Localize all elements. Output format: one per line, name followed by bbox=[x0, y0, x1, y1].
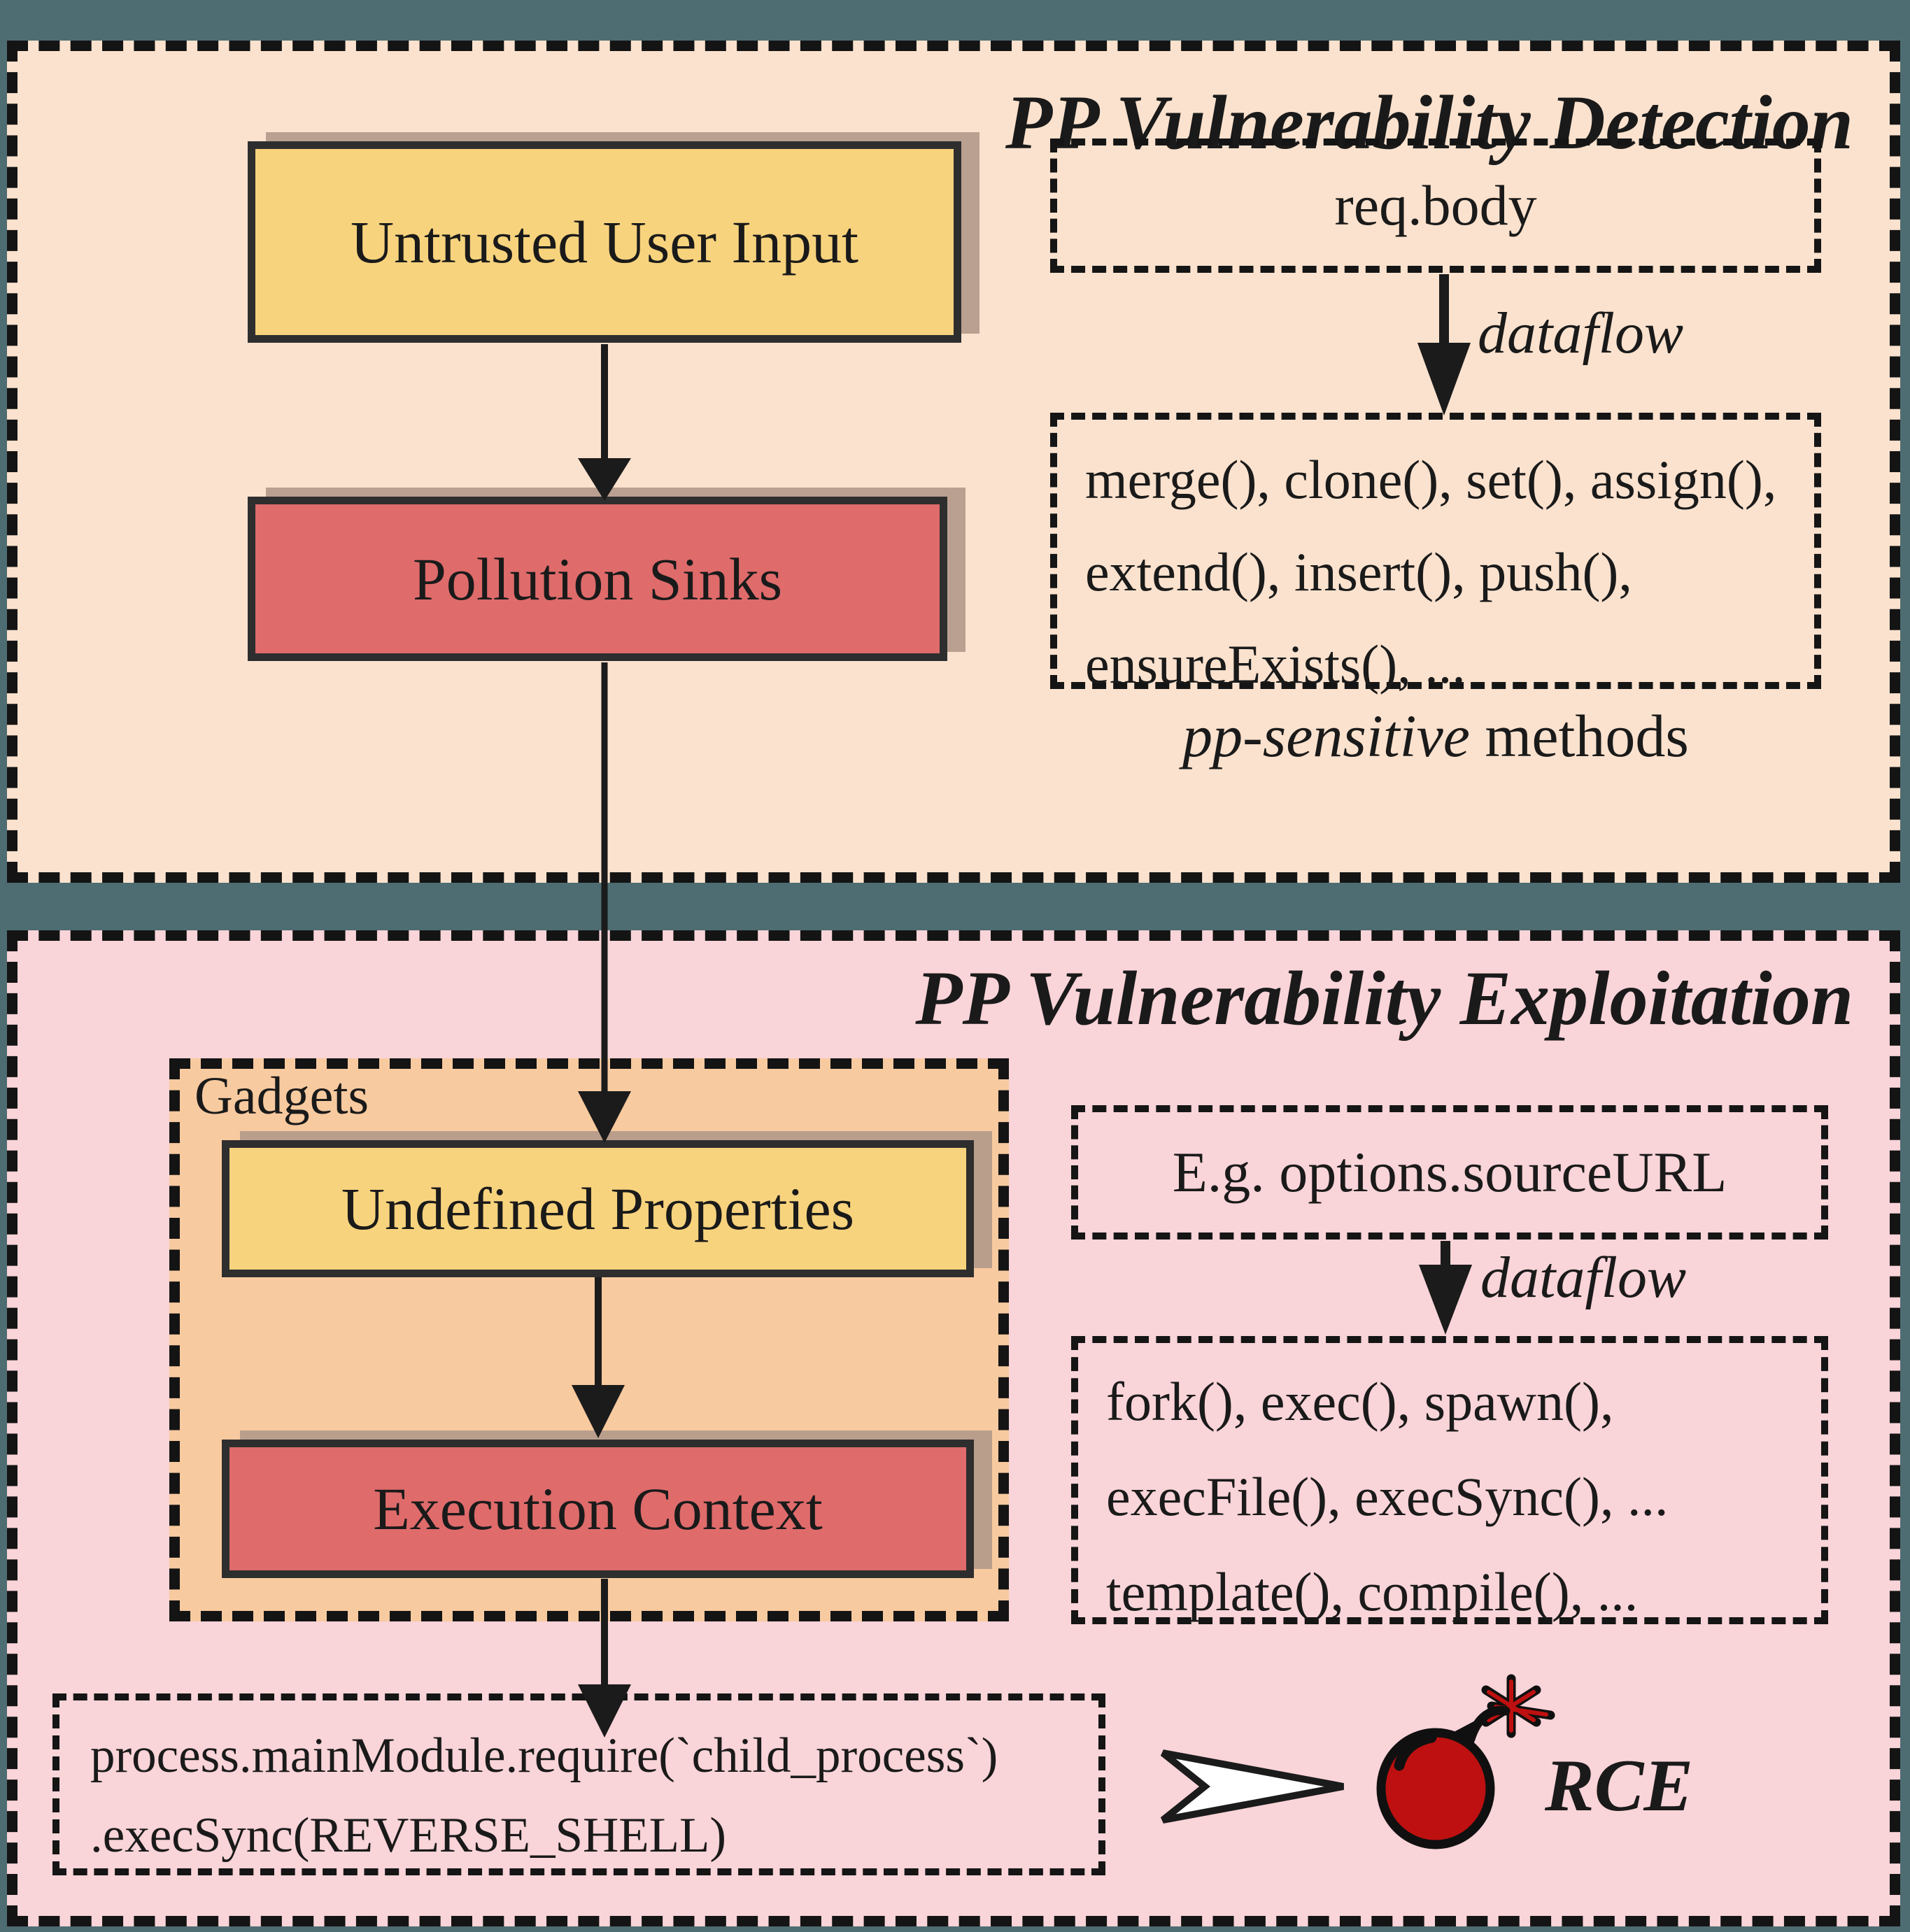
rce-label: RCE bbox=[1545, 1745, 1694, 1826]
pp-sensitive-methods-box: merge(), clone(), set(), assign(), exten… bbox=[1050, 413, 1821, 695]
gadgets-label: Gadgets bbox=[194, 1067, 369, 1125]
methods-line: execFile(), execSync(), ... bbox=[1106, 1466, 1669, 1527]
pp-sensitive-methods-caption: pp-sensitive methods bbox=[1050, 701, 1821, 771]
untrusted-user-input-label: Untrusted User Input bbox=[350, 208, 859, 276]
options-sourceurl-box: E.g. options.sourceURL bbox=[1071, 1105, 1828, 1240]
untrusted-user-input-box: Untrusted User Input bbox=[248, 141, 961, 343]
exploitation-section-title: PP Vulnerability Exploitation bbox=[915, 956, 1853, 1041]
options-sourceurl-label: E.g. options.sourceURL bbox=[1172, 1140, 1727, 1204]
payload-line: .execSync(REVERSE_SHELL) bbox=[90, 1808, 727, 1863]
exec-methods-box: fork(), exec(), spawn(), execFile(), exe… bbox=[1071, 1336, 1828, 1624]
detection-section-title: PP Vulnerability Detection bbox=[1005, 80, 1853, 165]
req-body-label: req.body bbox=[1334, 173, 1537, 237]
execution-context-label: Execution Context bbox=[373, 1475, 823, 1542]
undefined-properties-label: Undefined Properties bbox=[341, 1175, 855, 1242]
payload-line: process.mainModule.require(`child_proces… bbox=[90, 1728, 998, 1783]
methods-line: fork(), exec(), spawn(), bbox=[1106, 1371, 1614, 1432]
methods-line: merge(), clone(), set(), assign(), bbox=[1085, 449, 1777, 510]
req-body-box: req.body bbox=[1050, 138, 1821, 273]
caption-regular-part: methods bbox=[1469, 702, 1689, 769]
undefined-properties-box: Undefined Properties bbox=[222, 1140, 974, 1277]
dataflow-label-detection: dataflow bbox=[1478, 301, 1684, 366]
methods-line: extend(), insert(), push(), bbox=[1085, 541, 1632, 602]
methods-line: template(), compile(), ... bbox=[1106, 1561, 1639, 1622]
methods-line: ensureExists(), ... bbox=[1085, 634, 1466, 695]
caption-italic-part: pp-sensitive bbox=[1182, 702, 1470, 769]
payload-box: process.mainModule.require(`child_proces… bbox=[52, 1693, 1105, 1875]
execution-context-box: Execution Context bbox=[222, 1440, 974, 1578]
pollution-sinks-box: Pollution Sinks bbox=[248, 497, 947, 661]
pollution-sinks-label: Pollution Sinks bbox=[412, 545, 783, 613]
dataflow-label-exploitation: dataflow bbox=[1480, 1245, 1687, 1310]
